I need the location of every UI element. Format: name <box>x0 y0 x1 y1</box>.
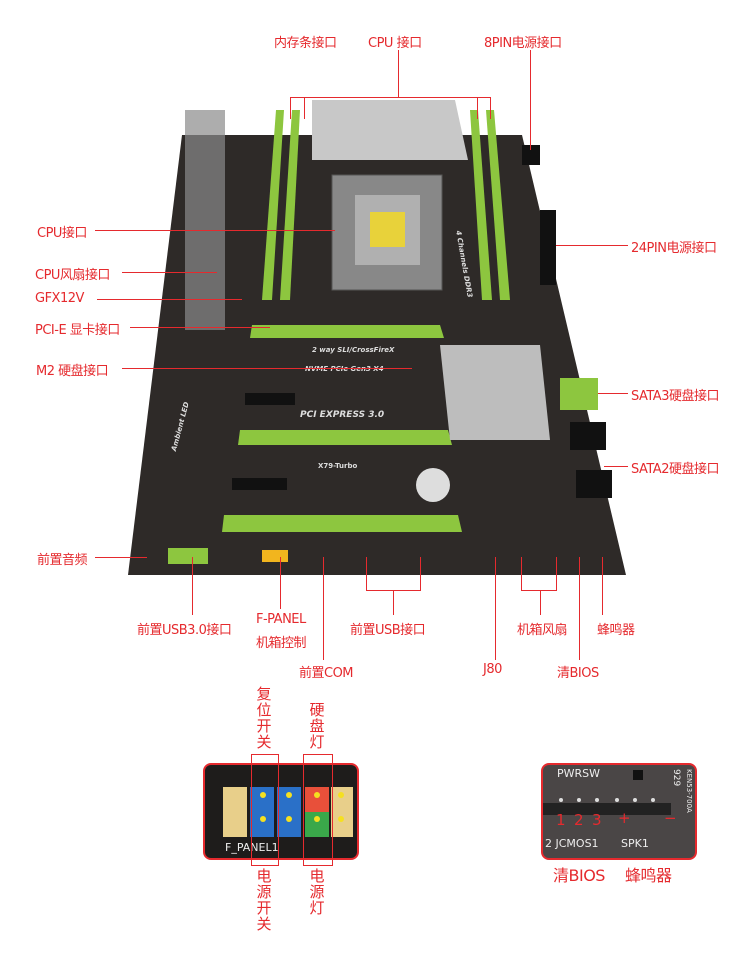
ram-slot <box>486 110 510 300</box>
pwrsw-silk: PWRSW <box>557 767 601 780</box>
label-m2: M2 硬盘接口 <box>36 364 109 379</box>
label-8pin-power: 8PIN电源接口 <box>484 36 562 51</box>
chipset-heatsink <box>440 345 550 440</box>
pin-2: 2 <box>574 811 584 829</box>
silk-model: X79-Turbo <box>318 462 358 470</box>
pin-1: 1 <box>556 811 566 829</box>
reset-power-switch-box <box>251 754 279 866</box>
atx-24pin <box>540 210 556 285</box>
label-clear-bios: 清BIOS <box>557 666 599 681</box>
label-front-audio: 前置音频 <box>37 553 88 568</box>
label-power-switch: 电源开关 <box>256 867 272 933</box>
label-24pin-power: 24PIN电源接口 <box>631 241 717 256</box>
io-ports <box>185 110 225 330</box>
fpanel-header <box>262 550 288 562</box>
pcie-x1-slot <box>232 478 287 490</box>
label-sata3: SATA3硬盘接口 <box>631 389 719 404</box>
label-reset-switch: 复位开关 <box>256 685 272 751</box>
sata2-port <box>576 470 612 498</box>
pcie-slot <box>222 515 462 532</box>
label-sata2: SATA2硬盘接口 <box>631 462 719 477</box>
ram-slot <box>470 110 492 300</box>
vrm-heatsink <box>312 100 468 160</box>
label-pcie-gpu: PCI-E 显卡接口 <box>35 323 120 338</box>
ram-slot <box>280 110 300 300</box>
silk-pci-express: PCI EXPRESS 3.0 <box>300 410 385 420</box>
pin-minus: − <box>664 809 677 827</box>
spk-silk: SPK1 <box>621 837 649 850</box>
sata3-port <box>560 378 598 410</box>
label-case-fan: 机箱风扇 <box>517 623 568 638</box>
ram-slot <box>262 110 284 300</box>
pcie-slot <box>238 430 452 445</box>
pin-3: 3 <box>592 811 602 829</box>
label-hdd-led: 硬盘灯 <box>309 701 325 751</box>
label-cpu-fan: CPU风扇接口 <box>35 268 110 283</box>
cmos-battery <box>416 468 450 502</box>
label-j80: J80 <box>483 662 502 677</box>
label-cpu-socket-left: CPU接口 <box>37 226 87 241</box>
code-silk: KEN53-700A <box>685 769 693 813</box>
label-cpu-socket-top: CPU 接口 <box>368 36 422 51</box>
label-gfx12v: GFX12V <box>35 291 84 306</box>
usb3-header <box>168 548 208 564</box>
pin-plus: + <box>618 809 631 827</box>
pcie-x1-slot <box>245 393 295 405</box>
fpanel-pins-illustration <box>223 787 353 837</box>
label-power-led: 电源灯 <box>309 867 325 917</box>
jumper-pins-illustration <box>543 770 671 815</box>
label-buzzer: 蜂鸣器 <box>597 623 635 638</box>
bios-speaker-inset: PWRSW 1 2 3 + − 2 JCMOS1 SPK1 KEN53-700A… <box>541 763 697 860</box>
label-fpanel-chassis: 机箱控制 <box>256 636 307 651</box>
label-front-com: 前置COM <box>299 666 354 681</box>
label-front-usb: 前置USB接口 <box>350 623 426 638</box>
inset-label-buzzer: 蜂鸣器 <box>625 866 672 885</box>
pcie-slot <box>250 325 444 338</box>
sata2-port <box>570 422 606 450</box>
silk-sli: 2 way SLI/CrossFireX <box>312 346 395 354</box>
label-fpanel: F-PANEL <box>256 612 306 627</box>
label-ram-slot: 内存条接口 <box>274 36 337 51</box>
jcmos-silk: 2 JCMOS1 <box>545 837 599 850</box>
cpu-8pin <box>522 145 540 165</box>
label-front-usb3: 前置USB3.0接口 <box>137 623 232 638</box>
silk-nvme: NVME PCIe Gen3 X4 <box>305 365 384 373</box>
inset-label-clear-bios: 清BIOS <box>553 866 605 885</box>
num-silk: 929 <box>671 769 681 787</box>
fpanel-inset: F_PANEL1 <box>203 763 359 860</box>
hdd-power-led-box <box>303 754 333 866</box>
